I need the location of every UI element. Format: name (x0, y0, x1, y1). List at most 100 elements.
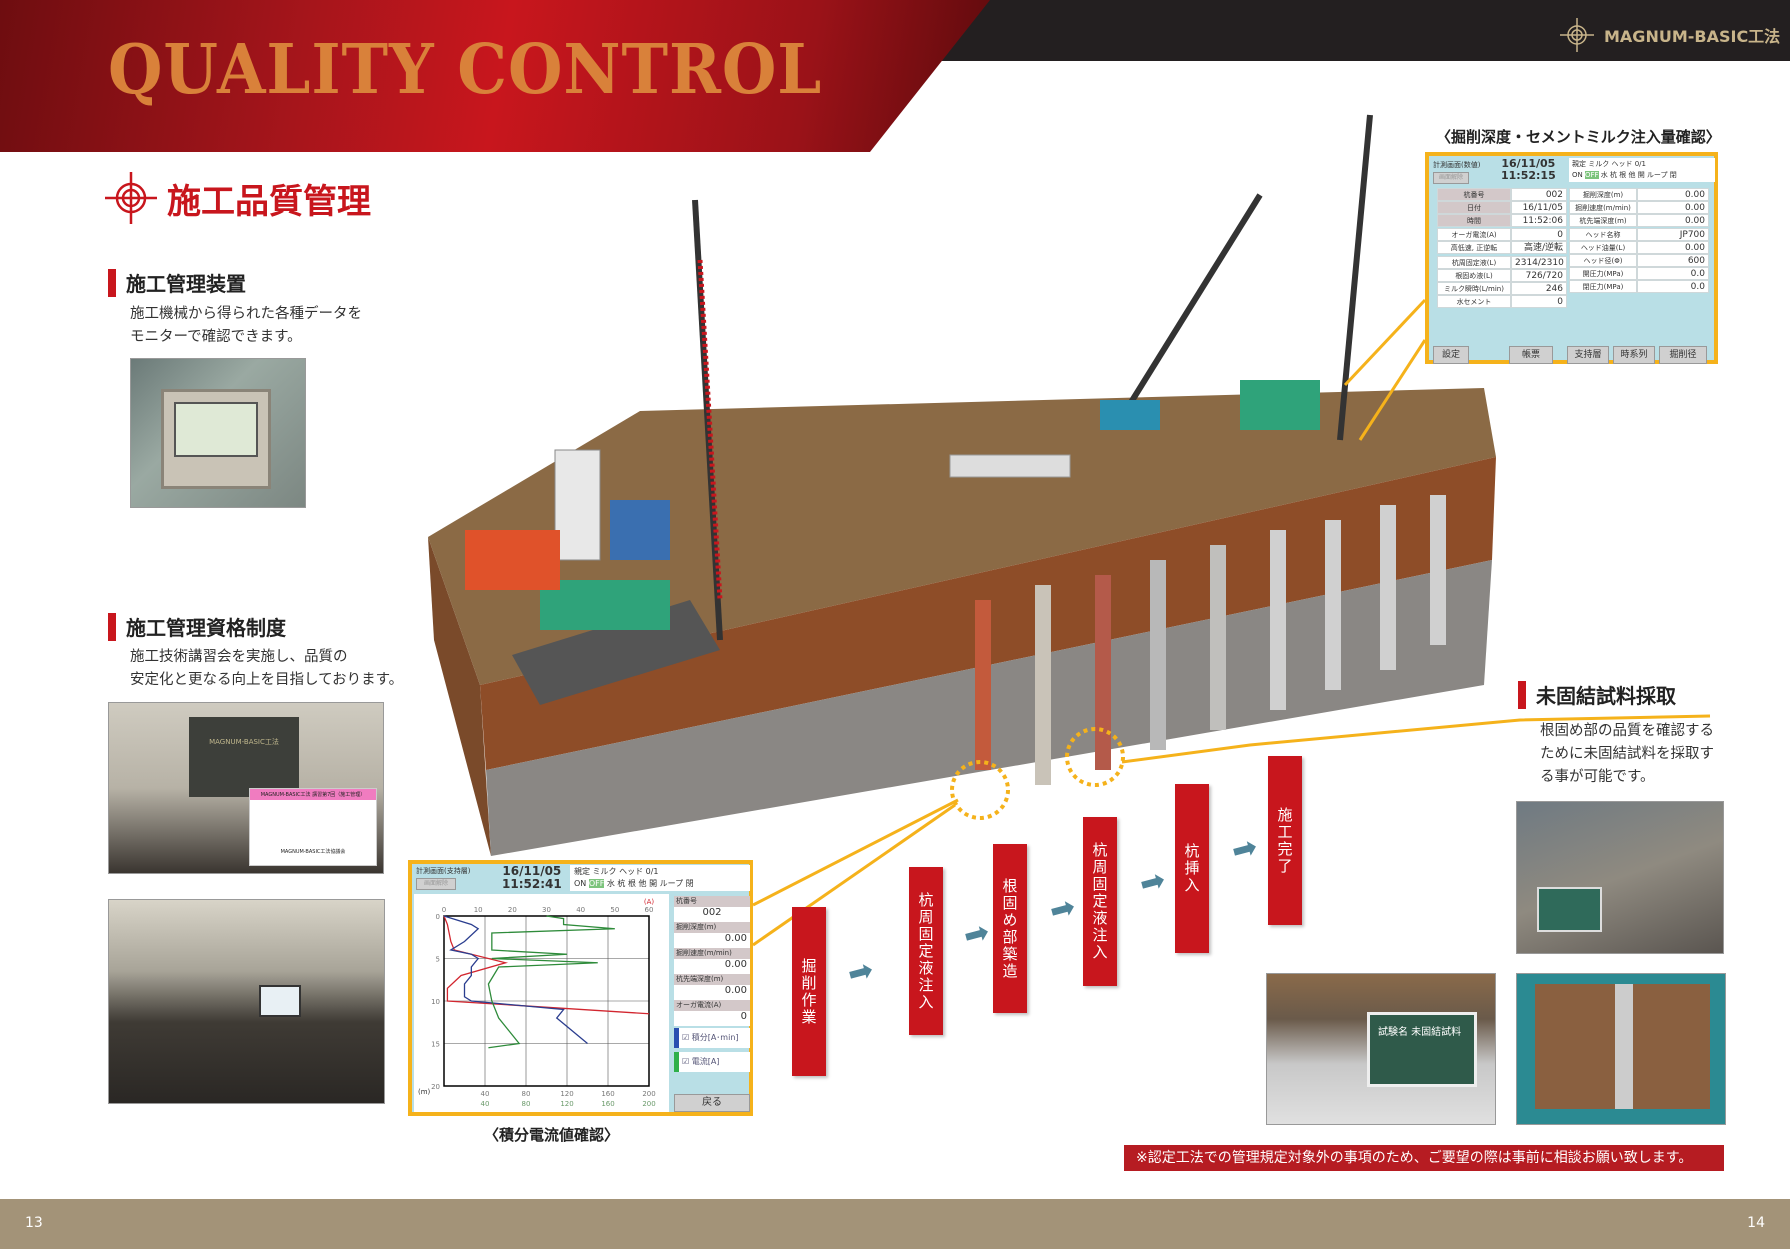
status-label: ミルク (592, 867, 617, 876)
field-label: 時間 (1437, 214, 1511, 227)
heading-bar (108, 612, 116, 641)
settings-button[interactable]: 設定 (1433, 346, 1469, 364)
field-label: 開圧力(MPa) (1569, 267, 1637, 280)
field-value: 0.00 (1637, 201, 1709, 214)
date: 16/11/05 (1501, 157, 1556, 170)
x-bottom-tick: 200 (642, 1100, 655, 1108)
field-label: 掘削深度(m) (1569, 188, 1637, 201)
field-label: ヘッド径(Φ) (1569, 254, 1637, 267)
monitor-photo (130, 358, 306, 508)
field-value: 0.00 (674, 985, 750, 1000)
field-value: 0.00 (1637, 214, 1709, 227)
date: 16/11/05 (502, 864, 562, 878)
back-button[interactable]: 戻る (674, 1094, 750, 1112)
water-tank (610, 500, 670, 560)
crosshair-icon (1560, 18, 1594, 52)
seminar-photo-1: MAGNUM-BASIC工法 MAGNUM-BASIC工法 講習第7回（施工管理… (108, 702, 384, 874)
slide-title: MAGNUM-BASIC工法 講習第7回（施工管理） (250, 789, 376, 800)
field-value: 0.0 (1637, 267, 1709, 280)
desc-line: ために未固結試料を採取す (1540, 746, 1714, 762)
current-checkbox[interactable]: ☑ 電流[A] (674, 1052, 750, 1072)
sampling-desc: 根固め部の品質を確認するために未固結試料を採取する事が可能です。 (1540, 720, 1714, 789)
x-bottom-tick: 160 (601, 1100, 614, 1108)
sample-board: 試験名 未固結試料 (1367, 1012, 1477, 1087)
screen-release-button[interactable]: 画面解除 (416, 878, 456, 890)
pile (1325, 520, 1341, 690)
field-value: 0.00 (1637, 188, 1709, 201)
drill-diameter-button[interactable]: 掘削径 (1659, 346, 1707, 364)
heading-text: 未固結試料採取 (1536, 684, 1676, 708)
step-root-consolidation: 根固め部築造 (993, 844, 1027, 1013)
field-value: 高速/逆転 (1511, 241, 1567, 254)
crane-body (1100, 400, 1160, 430)
x-bottom-tick: 80 (522, 1100, 531, 1108)
slide-footer: MAGNUM-BASIC工法協議会 (280, 849, 346, 855)
field-label: 高低速, 正逆転 (1437, 241, 1511, 254)
field-value: 0.00 (674, 959, 750, 974)
field-label: 水セメント (1437, 295, 1511, 308)
series-line-電流[A] (487, 915, 615, 1049)
x-bottom-tick: 80 (522, 1090, 531, 1098)
screen-release-button[interactable]: 画面解除 (1433, 172, 1469, 184)
status-milk: 水 杭 根 他 (1600, 171, 1636, 179)
storage-container (465, 530, 560, 590)
field-value: 0.0 (1637, 280, 1709, 293)
time: 11:52:41 (502, 877, 562, 891)
status-label: ミルク (1588, 160, 1610, 168)
desc-line: モニターで確認できます。 (130, 329, 302, 345)
seminar-photo-2 (108, 899, 385, 1104)
slide-handout: MAGNUM-BASIC工法 講習第7回（施工管理） MAGNUM-BASIC工法… (249, 788, 377, 866)
field-label: ヘッド名称 (1569, 228, 1637, 241)
x-top-tick: 30 (542, 906, 551, 914)
field-value: 2314/2310 (1511, 256, 1567, 269)
time-series-button[interactable]: 時系列 (1613, 346, 1655, 364)
status-head: 開 ループ 閉 (649, 879, 694, 888)
field-label: 掘削速度(m/min) (1569, 201, 1637, 214)
y-tick: 5 (436, 956, 440, 964)
specimen-photo (1516, 973, 1726, 1125)
disclaimer-note: ※認定工法での管理規定対象外の事項のため、ご要望の際は事前に相談お願い致します。 (1124, 1145, 1724, 1171)
auger (697, 259, 723, 601)
site-board (1537, 887, 1602, 932)
heading-bar (108, 268, 116, 297)
field-label: 掘削深度(m) (674, 922, 750, 933)
status-value: 0/1 (645, 867, 659, 876)
heading-qualification: 施工管理資格制度 (108, 612, 286, 641)
status-label: 親定 (574, 867, 590, 876)
x-bottom-tick: 200 (642, 1090, 655, 1098)
x-bottom-tick: 40 (481, 1090, 490, 1098)
step-excavation: 掘削作業 (792, 907, 826, 1076)
screen-mode: 計測画面(支持層) (416, 867, 471, 875)
desc-line: る事が可能です。 (1540, 769, 1655, 785)
x-top-tick: 50 (610, 906, 619, 914)
drill-mast (1337, 114, 1373, 441)
series-line-red (443, 915, 650, 1015)
field-value: 0 (674, 1011, 750, 1026)
page-title: QUALITY CONTROL (108, 30, 823, 110)
report-button[interactable]: 帳票 (1509, 346, 1553, 364)
pile (1380, 505, 1396, 670)
field-label: 杭番号 (674, 896, 750, 907)
field-value: 0.00 (1637, 241, 1709, 254)
projection-screen (259, 985, 301, 1017)
brand-logo: MAGNUM-BASIC工法 (1560, 18, 1780, 52)
field-label: ヘッド油量(L) (1569, 241, 1637, 254)
drilling-machine (1240, 380, 1320, 430)
page-number-right: 14 (1747, 1215, 1765, 1231)
x-top-tick: 10 (474, 906, 483, 914)
screen-bottom-caption: 〈積分電流値確認〉 (484, 1126, 620, 1144)
field-label: 閉圧力(MPa) (1569, 280, 1637, 293)
time: 11:52:15 (1501, 169, 1556, 182)
screen-top-caption: 〈掘削深度・セメントミルク注入量確認〉 (1436, 128, 1721, 146)
x-bottom-tick: 120 (560, 1100, 573, 1108)
monitor-housing (161, 389, 271, 489)
pile (1210, 545, 1226, 730)
support-layer-button[interactable]: 支持層 (1567, 346, 1609, 364)
status-off: OFF (1584, 171, 1599, 179)
status-head: 開 ループ 閉 (1637, 171, 1677, 179)
status-bar: 親定 ミルク ヘッド 0/1 ON OFF 水 杭 根 他 開 ループ 閉 (1569, 158, 1715, 182)
integral-checkbox[interactable]: ☑ 積分[A･min] (674, 1028, 750, 1048)
